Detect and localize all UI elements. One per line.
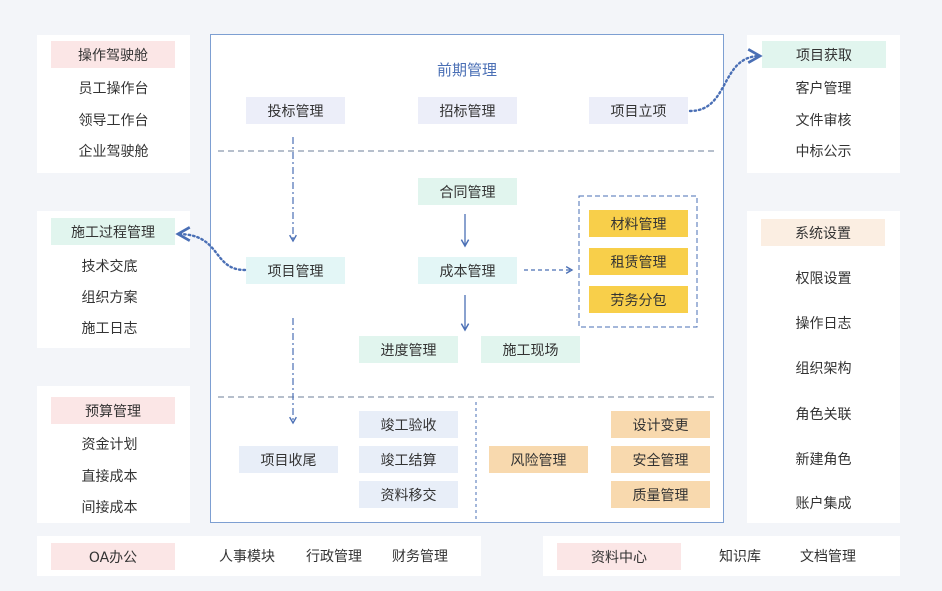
cost-management-node[interactable]: 成本管理 [418, 257, 517, 284]
approval-to-acquisition-connector [688, 48, 763, 113]
progress-management-node[interactable]: 进度管理 [359, 336, 458, 363]
construction-site-node[interactable]: 施工现场 [481, 336, 580, 363]
acquisition-item[interactable]: 中标公示 [795, 144, 852, 160]
panel-system-settings: 系统设置 权限设置 操作日志 组织架构 角色关联 新建角色 账户集成 [747, 211, 900, 523]
docs-item[interactable]: 知识库 [719, 549, 761, 565]
system-settings-item[interactable]: 账户集成 [795, 496, 852, 512]
docs-item[interactable]: 文档管理 [800, 549, 856, 565]
cockpit-title[interactable]: 操作驾驶舱 [51, 41, 175, 68]
labor-subcontract-node[interactable]: 劳务分包 [589, 286, 688, 313]
budget-item[interactable]: 直接成本 [81, 469, 138, 485]
pre-stage-title: 前期管理 [436, 60, 497, 79]
panel-docs: 资料中心 知识库 文档管理 [543, 536, 900, 576]
completion-acceptance-node[interactable]: 竣工验收 [359, 411, 458, 438]
system-settings-item[interactable]: 新建角色 [795, 452, 852, 468]
budget-item[interactable]: 间接成本 [81, 500, 138, 516]
panel-oa: OA办公 人事模块 行政管理 财务管理 [37, 536, 481, 576]
system-settings-item[interactable]: 操作日志 [795, 316, 852, 332]
oa-item[interactable]: 行政管理 [306, 549, 362, 565]
acquisition-item[interactable]: 客户管理 [795, 81, 852, 97]
system-settings-title[interactable]: 系统设置 [761, 219, 885, 246]
panel-construction: 施工过程管理 技术交底 组织方案 施工日志 [37, 211, 190, 348]
risk-management-node[interactable]: 风险管理 [489, 446, 588, 473]
oa-item[interactable]: 人事模块 [219, 549, 275, 565]
construction-title[interactable]: 施工过程管理 [51, 218, 175, 245]
acquisition-item[interactable]: 文件审核 [795, 113, 852, 129]
panel-project-acquisition: 项目获取 客户管理 文件审核 中标公示 [747, 35, 900, 173]
project-to-construction-connector [175, 226, 247, 272]
completion-settlement-node[interactable]: 竣工结算 [359, 446, 458, 473]
construction-item[interactable]: 施工日志 [81, 321, 138, 337]
system-settings-item[interactable]: 组织架构 [795, 361, 852, 377]
oa-title[interactable]: OA办公 [51, 543, 175, 570]
panel-cockpit: 操作驾驶舱 员工操作台 领导工作台 企业驾驶舱 [37, 35, 190, 173]
materials-management-node[interactable]: 材料管理 [589, 210, 688, 237]
resources-group-box [578, 195, 698, 328]
panel-budget: 预算管理 资金计划 直接成本 间接成本 [37, 386, 190, 523]
quality-management-node[interactable]: 质量管理 [611, 481, 710, 508]
center-frame: 前期管理 投标管理 招标管理 项目立项 合同管理 项目管理 成本管理 材料管理 … [210, 34, 724, 523]
contract-management-node[interactable]: 合同管理 [418, 178, 517, 205]
construction-item[interactable]: 技术交底 [81, 259, 138, 275]
document-handover-node[interactable]: 资料移交 [359, 481, 458, 508]
leasing-management-node[interactable]: 租赁管理 [589, 248, 688, 275]
tender-management-node[interactable]: 招标管理 [418, 97, 517, 124]
cockpit-item[interactable]: 领导工作台 [78, 113, 149, 129]
project-management-node[interactable]: 项目管理 [246, 257, 345, 284]
project-closeout-node[interactable]: 项目收尾 [239, 446, 338, 473]
budget-item[interactable]: 资金计划 [81, 437, 138, 453]
design-change-node[interactable]: 设计变更 [611, 411, 710, 438]
system-settings-item[interactable]: 角色关联 [795, 407, 852, 423]
system-settings-item[interactable]: 权限设置 [795, 271, 852, 287]
acquisition-title[interactable]: 项目获取 [762, 41, 886, 68]
safety-management-node[interactable]: 安全管理 [611, 446, 710, 473]
cockpit-item[interactable]: 企业驾驶舱 [78, 144, 149, 160]
docs-title[interactable]: 资料中心 [557, 543, 681, 570]
cockpit-item[interactable]: 员工操作台 [78, 81, 149, 97]
oa-item[interactable]: 财务管理 [392, 549, 448, 565]
project-approval-node[interactable]: 项目立项 [589, 97, 688, 124]
bid-management-node[interactable]: 投标管理 [246, 97, 345, 124]
construction-item[interactable]: 组织方案 [81, 290, 138, 306]
budget-title[interactable]: 预算管理 [51, 397, 175, 424]
